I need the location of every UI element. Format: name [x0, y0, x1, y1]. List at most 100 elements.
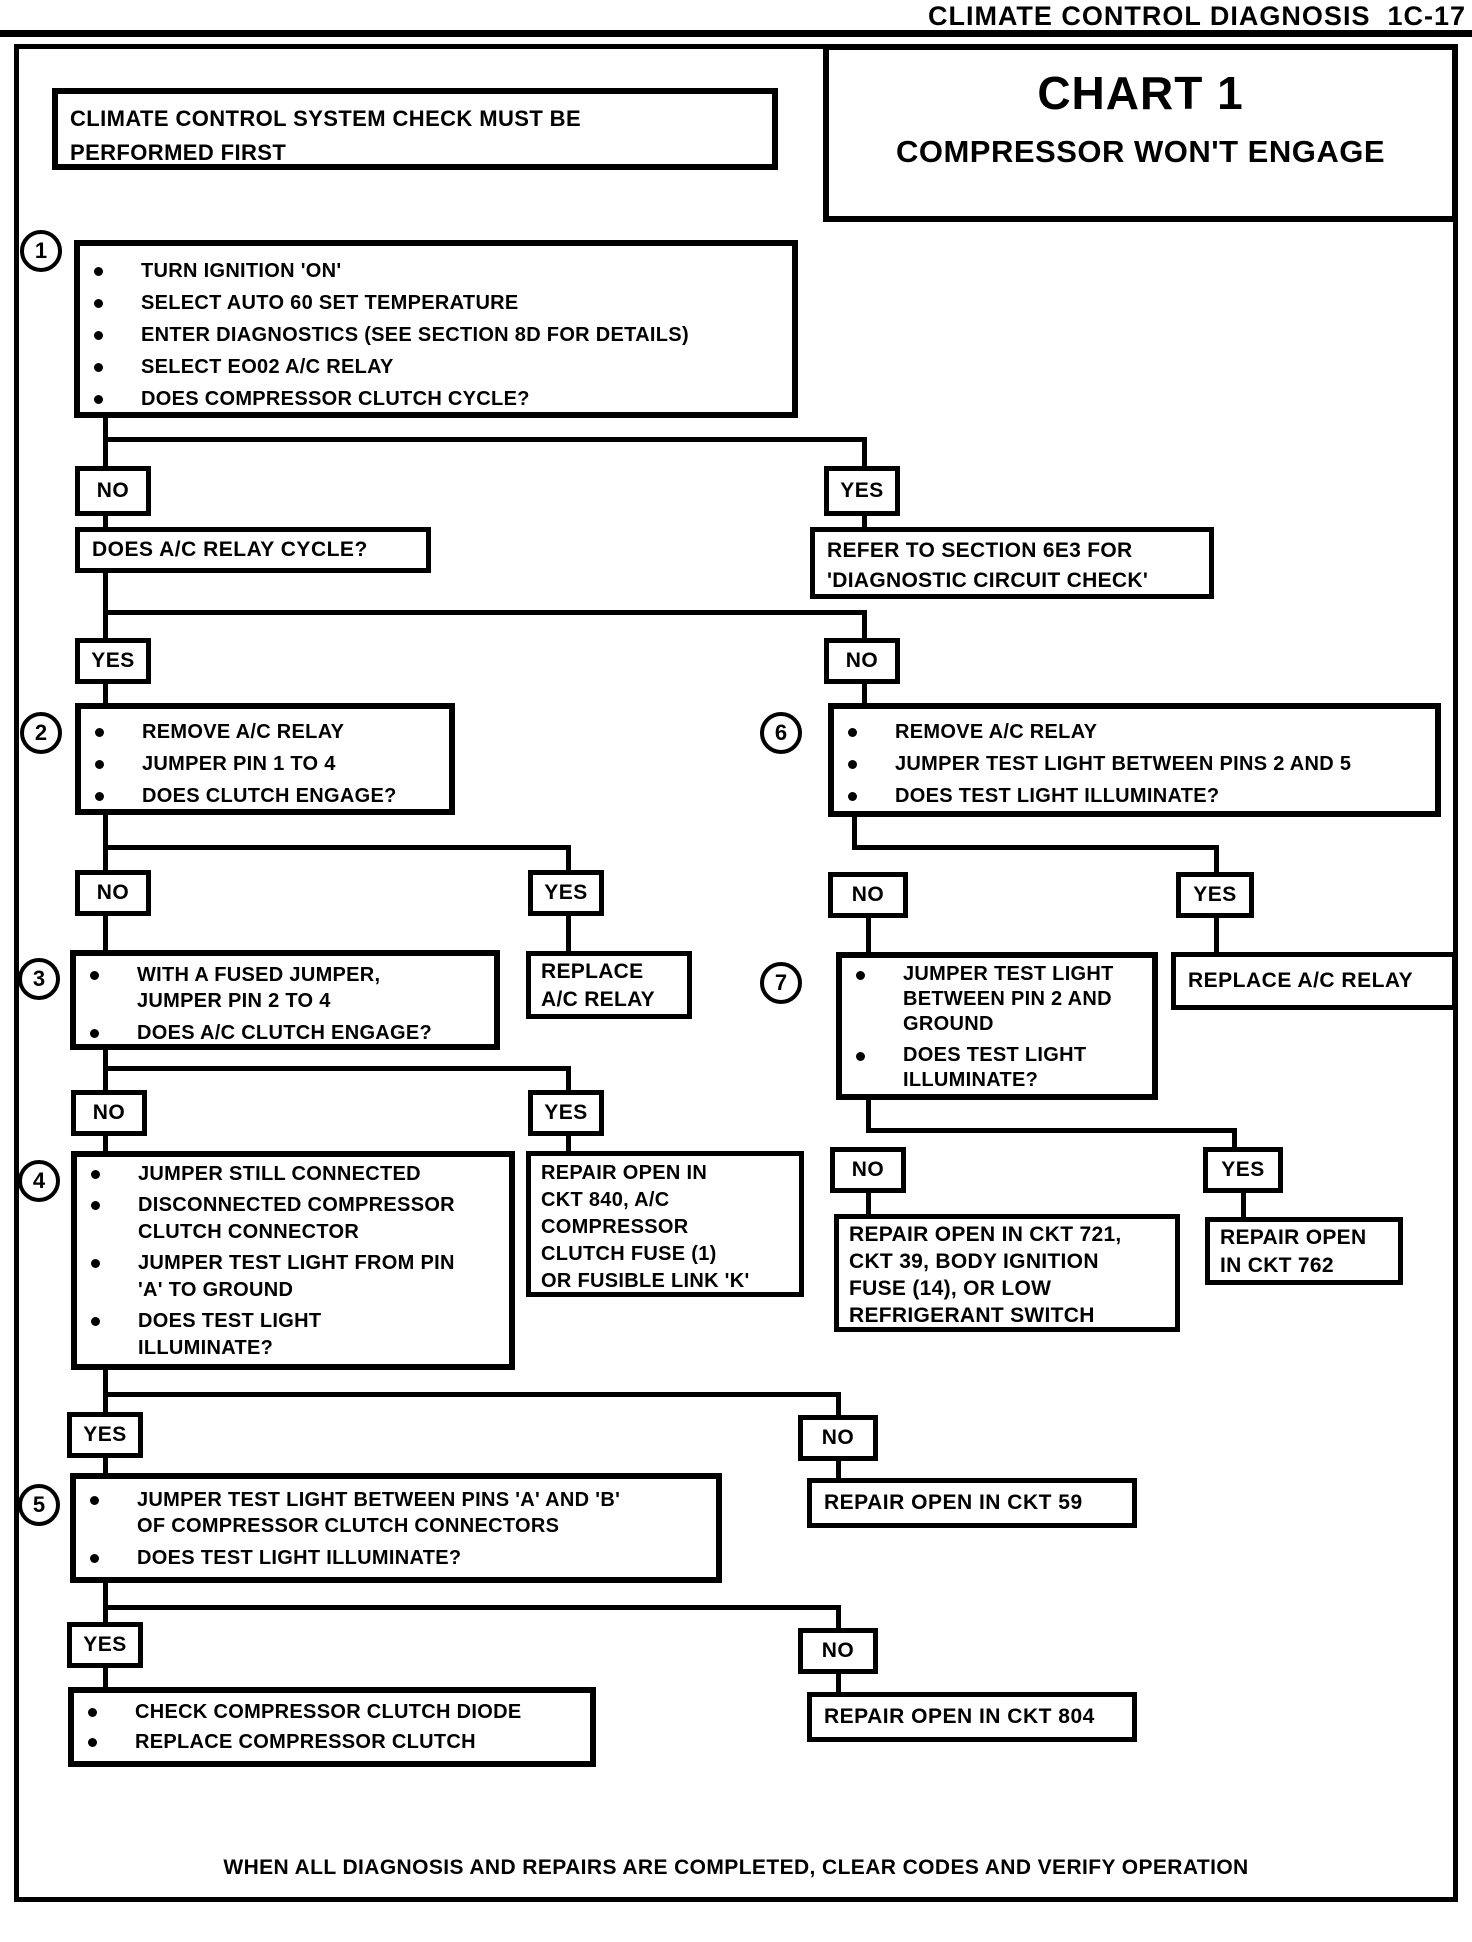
- connector: [103, 610, 867, 615]
- step-1-box: TURN IGNITION 'ON' SELECT AUTO 60 SET TE…: [74, 240, 798, 418]
- terminal-refer-6e3: REFER TO SECTION 6E3 FOR 'DIAGNOSTIC CIR…: [810, 527, 1214, 599]
- step-5-box: JUMPER TEST LIGHT BETWEEN PINS 'A' AND '…: [70, 1473, 722, 1583]
- bullet-text: REMOVE A/C RELAY: [142, 721, 345, 743]
- list-item: REMOVE A/C RELAY: [95, 719, 441, 745]
- connector: [103, 1668, 108, 1692]
- bullet-text: JUMPER STILL CONNECTED: [138, 1163, 421, 1185]
- list-item: JUMPER TEST LIGHT BETWEEN PINS 'A' AND '…: [90, 1487, 708, 1539]
- notice-box: CLIMATE CONTROL SYSTEM CHECK MUST BE PER…: [52, 88, 778, 170]
- chart-subtitle: COMPRESSOR WON'T ENGAGE: [895, 134, 1386, 169]
- bullet-dot: [848, 792, 857, 801]
- connector: [103, 1050, 108, 1095]
- terminal-final-box: CHECK COMPRESSOR CLUTCH DIODE REPLACE CO…: [68, 1687, 596, 1767]
- decision-yes-2: YES: [75, 638, 151, 684]
- list-item: REPLACE COMPRESSOR CLUTCH: [88, 1729, 582, 1755]
- bullet-text: JUMPER TEST LIGHT BETWEEN PIN 2 AND GROU…: [903, 963, 1114, 1035]
- list-item: DOES CLUTCH ENGAGE?: [95, 783, 441, 809]
- bullet-dot: [94, 363, 103, 372]
- connector: [103, 916, 108, 955]
- terminal-replace-relay-a: REPLACE A/C RELAY: [526, 951, 692, 1019]
- decision-no-5: NO: [71, 1090, 147, 1136]
- list-item: WITH A FUSED JUMPER, JUMPER PIN 2 TO 4: [90, 962, 486, 1014]
- connector: [103, 1458, 108, 1478]
- bullet-dot: [90, 1496, 99, 1505]
- bullet-dot: [848, 728, 857, 737]
- bullet-text: DOES CLUTCH ENGAGE?: [142, 785, 397, 807]
- question-relay-cycle: DOES A/C RELAY CYCLE?: [75, 527, 431, 573]
- connector: [103, 573, 108, 643]
- bullet-text: DISCONNECTED COMPRESSOR CLUTCH CONNECTOR: [138, 1194, 455, 1243]
- terminal-ckt840: REPAIR OPEN IN CKT 840, A/C COMPRESSOR C…: [526, 1151, 804, 1297]
- connector: [862, 684, 867, 708]
- bullet-dot: [91, 1317, 100, 1326]
- list-item: DOES COMPRESSOR CLUTCH CYCLE?: [94, 386, 784, 412]
- chart-title: CHART 1: [1037, 67, 1244, 119]
- connector: [1241, 1193, 1246, 1222]
- bullet-dot: [95, 728, 104, 737]
- bullet-dot: [848, 760, 857, 769]
- list-item: JUMPER PIN 1 TO 4: [95, 751, 441, 777]
- step-5-number: 5: [18, 1484, 60, 1526]
- bullet-dot: [91, 1259, 100, 1268]
- bullet-dot: [94, 299, 103, 308]
- bullet-text: CHECK COMPRESSOR CLUTCH DIODE: [135, 1701, 522, 1723]
- terminal-replace-relay-b: REPLACE A/C RELAY: [1171, 952, 1457, 1010]
- decision-yes-1: YES: [824, 466, 900, 516]
- step-4-box: JUMPER STILL CONNECTED DISCONNECTED COMP…: [71, 1151, 515, 1370]
- terminal-ckt59: REPAIR OPEN IN CKT 59: [807, 1478, 1137, 1528]
- connector: [836, 1674, 841, 1697]
- list-item: ENTER DIAGNOSTICS (SEE SECTION 8D FOR DE…: [94, 322, 784, 348]
- connector: [836, 1605, 841, 1633]
- decision-yes-6: YES: [1203, 1147, 1283, 1193]
- bullet-dot: [88, 1708, 97, 1717]
- connector: [836, 1392, 841, 1420]
- connector: [1214, 918, 1219, 957]
- bullet-dot: [95, 760, 104, 769]
- connector: [866, 1193, 871, 1219]
- step-2-box: REMOVE A/C RELAY JUMPER PIN 1 TO 4 DOES …: [75, 703, 455, 815]
- bullet-text: JUMPER TEST LIGHT FROM PIN 'A' TO GROUND: [138, 1252, 455, 1301]
- decision-no-7: NO: [798, 1415, 878, 1461]
- connector: [103, 437, 867, 442]
- connector: [862, 610, 867, 643]
- connector: [103, 684, 108, 708]
- connector: [866, 1128, 1237, 1133]
- list-item: JUMPER TEST LIGHT BETWEEN PIN 2 AND GROU…: [856, 962, 1144, 1037]
- connector: [103, 1066, 571, 1071]
- terminal-ckt804: REPAIR OPEN IN CKT 804: [807, 1692, 1137, 1742]
- bullet-text: SELECT EO02 A/C RELAY: [141, 356, 394, 378]
- notice-text: CLIMATE CONTROL SYSTEM CHECK MUST BE PER…: [70, 106, 582, 165]
- decision-yes-3: YES: [528, 870, 604, 916]
- connector: [566, 1136, 571, 1156]
- chart-title-panel: CHART 1 COMPRESSOR WON'T ENGAGE: [823, 44, 1458, 222]
- list-item: DOES TEST LIGHT ILLUMINATE?: [856, 1043, 1144, 1093]
- connector: [103, 845, 571, 850]
- bullet-text: JUMPER PIN 1 TO 4: [142, 753, 336, 775]
- bullet-text: REPLACE COMPRESSOR CLUTCH: [135, 1731, 476, 1753]
- list-item: JUMPER TEST LIGHT FROM PIN 'A' TO GROUND: [91, 1250, 501, 1304]
- list-item: JUMPER TEST LIGHT BETWEEN PINS 2 AND 5: [848, 751, 1427, 777]
- connector: [852, 845, 1219, 850]
- bullet-text: DOES A/C CLUTCH ENGAGE?: [137, 1022, 433, 1044]
- bullet-dot: [94, 395, 103, 404]
- decision-no-3: NO: [75, 870, 151, 916]
- terminal-ckt721: REPAIR OPEN IN CKT 721, CKT 39, BODY IGN…: [834, 1214, 1180, 1332]
- decision-yes-5: YES: [528, 1090, 604, 1136]
- page-header: CLIMATE CONTROL DIAGNOSIS 1C-17: [927, 1, 1466, 31]
- bullet-text: DOES TEST LIGHT ILLUMINATE?: [138, 1310, 322, 1359]
- bullet-text: DOES TEST LIGHT ILLUMINATE?: [895, 785, 1220, 807]
- connector: [862, 516, 867, 532]
- list-item: DOES TEST LIGHT ILLUMINATE?: [90, 1545, 708, 1571]
- step-4-number: 4: [18, 1160, 60, 1202]
- list-item: DOES A/C CLUTCH ENGAGE?: [90, 1020, 486, 1046]
- bullet-text: SELECT AUTO 60 SET TEMPERATURE: [141, 292, 519, 314]
- step-3-number: 3: [18, 958, 60, 1000]
- step-7-number: 7: [760, 962, 802, 1004]
- list-item: DOES TEST LIGHT ILLUMINATE?: [91, 1308, 501, 1362]
- bullet-dot: [90, 1554, 99, 1563]
- decision-no-6: NO: [830, 1147, 906, 1193]
- bullet-dot: [95, 792, 104, 801]
- bullet-dot: [91, 1201, 100, 1210]
- terminal-ckt762: REPAIR OPEN IN CKT 762: [1205, 1217, 1403, 1285]
